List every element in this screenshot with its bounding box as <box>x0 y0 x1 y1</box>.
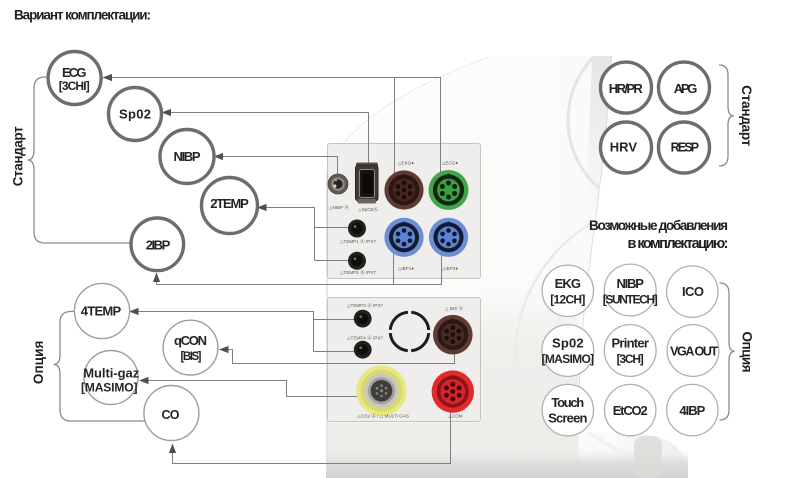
svg-text:[3CH]: [3CH] <box>617 352 644 366</box>
svg-text:Вариант комплектации:: Вариант комплектации: <box>14 8 151 23</box>
svg-text:RESP: RESP <box>671 141 700 155</box>
svg-text:Опция: Опция <box>31 341 46 385</box>
svg-text:APG: APG <box>674 81 698 96</box>
svg-text:Стандарт: Стандарт <box>11 126 26 186</box>
svg-text:в комплектацию:: в комплектацию: <box>628 236 729 252</box>
svg-text:4IBP: 4IBP <box>679 403 705 418</box>
svg-text:Multi-gaz: Multi-gaz <box>83 365 140 380</box>
svg-text:△IBP2●: △IBP2● <box>442 266 458 271</box>
svg-text:ICO: ICO <box>682 284 704 299</box>
svg-text:△SpO2Ⓐ: △SpO2Ⓐ <box>358 206 378 213</box>
svg-text:△IBP1●: △IBP1● <box>398 266 414 271</box>
svg-text:[BIS]: [BIS] <box>181 351 202 363</box>
svg-text:Опция: Опция <box>739 332 754 373</box>
svg-text:Стандарт: Стандарт <box>739 85 754 146</box>
svg-text:Возможные добавления: Возможные добавления <box>589 218 728 233</box>
svg-text:VGA OUT: VGA OUT <box>670 345 718 359</box>
svg-text:[3CHI]: [3CHI] <box>59 79 90 93</box>
svg-text:EtCO2: EtCO2 <box>613 403 648 418</box>
svg-text:[MASIMO]: [MASIMO] <box>81 380 138 394</box>
svg-text:△NIBP Ⓐ: △NIBP Ⓐ <box>329 204 349 211</box>
svg-text:2TEMP: 2TEMP <box>210 196 249 211</box>
svg-text:Touch: Touch <box>551 395 584 410</box>
svg-text:HR/PR: HR/PR <box>609 81 644 96</box>
svg-text:△ BIS Ⓐ: △ BIS Ⓐ <box>445 305 463 312</box>
svg-text:ECG: ECG <box>62 65 87 80</box>
svg-text:EKG: EKG <box>555 276 581 291</box>
svg-text:△TEMP3 Ⓐ IPX7: △TEMP3 Ⓐ IPX7 <box>347 302 383 309</box>
svg-text:[12CH]: [12CH] <box>550 292 585 306</box>
svg-text:NIBP: NIBP <box>174 149 201 164</box>
svg-text:HRV: HRV <box>610 140 638 155</box>
svg-text:△EKG●: △EKG● <box>398 161 414 166</box>
svg-text:Screen: Screen <box>548 411 587 426</box>
svg-text:NIBP: NIBP <box>616 276 644 291</box>
svg-text:△TEMP1 Ⓐ IPX7: △TEMP1 Ⓐ IPX7 <box>340 238 376 245</box>
svg-text:△COM: △COM <box>448 414 462 419</box>
svg-text:[SUNTECH]: [SUNTECH] <box>603 292 658 306</box>
svg-text:CO: CO <box>162 408 180 422</box>
svg-text:2IBP: 2IBP <box>146 238 171 253</box>
svg-text:qCON: qCON <box>174 333 207 348</box>
svg-text:△TEMP4 Ⓐ IPX7: △TEMP4 Ⓐ IPX7 <box>347 335 383 342</box>
svg-text:△ECG●: △ECG● <box>442 161 458 166</box>
svg-text:△TEMP2 Ⓐ IPX7: △TEMP2 Ⓐ IPX7 <box>340 269 376 276</box>
svg-text:Sp02: Sp02 <box>552 336 584 351</box>
svg-text:[MASIMO]: [MASIMO] <box>542 352 595 366</box>
svg-text:4TEMP: 4TEMP <box>81 304 122 319</box>
svg-text:Printer: Printer <box>612 336 649 351</box>
svg-text:Sp02: Sp02 <box>119 107 151 122</box>
svg-text:△CO2 Ⓐ / △ MULTI GAS: △CO2 Ⓐ / △ MULTI GAS <box>357 413 409 420</box>
